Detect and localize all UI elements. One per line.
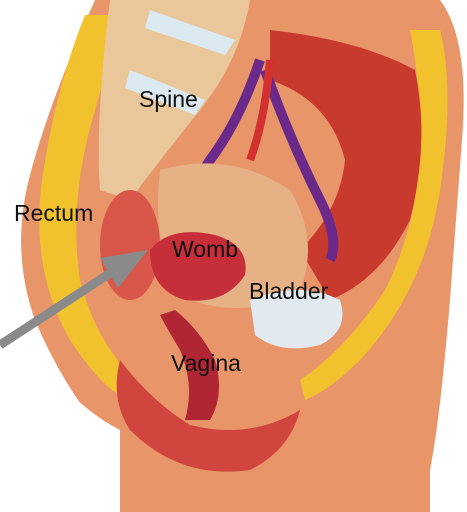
- label-spine: Spine: [139, 88, 198, 111]
- label-rectum: Rectum: [14, 202, 93, 225]
- label-bladder: Bladder: [249, 280, 328, 303]
- label-vagina: Vagina: [171, 352, 241, 375]
- rectum-organ: [100, 190, 160, 300]
- label-womb: Womb: [172, 238, 238, 261]
